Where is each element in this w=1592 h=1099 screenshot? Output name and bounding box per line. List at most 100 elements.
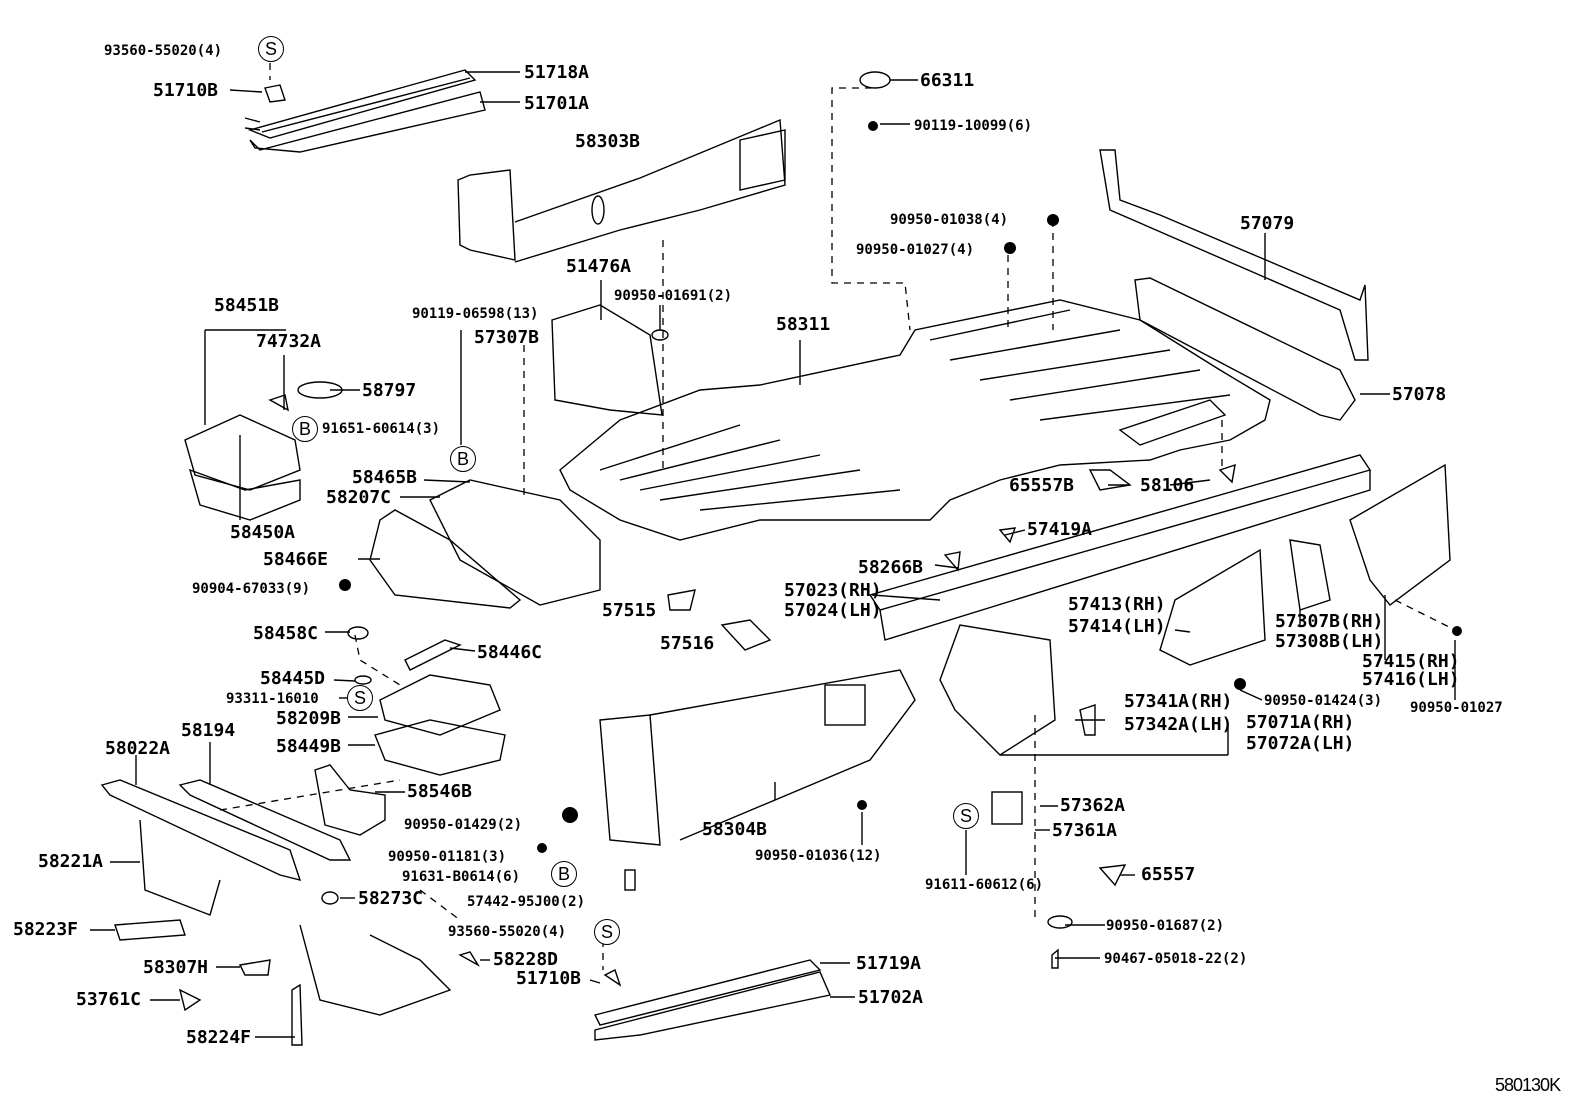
part-label[interactable]: 93560-55020(4) bbox=[448, 924, 567, 940]
part-label[interactable]: 57442-95J00(2) bbox=[467, 894, 586, 910]
part-label[interactable]: 90950-01027(4) bbox=[856, 242, 975, 258]
part-label[interactable]: 57078 bbox=[1392, 384, 1447, 405]
part-label[interactable]: 57307B bbox=[474, 327, 540, 348]
part-label[interactable]: 57515 bbox=[602, 600, 657, 621]
diagram-code: 580130K bbox=[1495, 1075, 1561, 1095]
part-label[interactable]: 51701A bbox=[524, 93, 590, 114]
part-label[interactable]: 57415(RH) bbox=[1362, 651, 1460, 672]
part-label[interactable]: 58221A bbox=[38, 851, 104, 872]
part-label[interactable]: 57516 bbox=[660, 633, 715, 654]
part-label[interactable]: 58303B bbox=[575, 131, 641, 152]
part-label[interactable]: 58311 bbox=[776, 314, 831, 335]
part-label[interactable]: 58273C bbox=[358, 888, 424, 909]
part-label[interactable]: 51718A bbox=[524, 62, 590, 83]
part-label[interactable]: 53761C bbox=[76, 989, 142, 1010]
symbol-s-circle: S bbox=[347, 685, 373, 711]
part-label[interactable]: 57072A(LH) bbox=[1246, 733, 1355, 754]
part-label[interactable]: 51710B bbox=[516, 968, 582, 989]
part-label[interactable]: 58451B bbox=[214, 295, 280, 316]
panel-58466E bbox=[369, 509, 522, 609]
part-label[interactable]: 57342A(LH) bbox=[1124, 714, 1233, 735]
part-label[interactable]: 58194 bbox=[181, 720, 236, 741]
symbol-s-circle: S bbox=[594, 919, 620, 945]
part-label[interactable]: 66311 bbox=[920, 70, 975, 91]
part-label[interactable]: 51719A bbox=[856, 953, 922, 974]
part-label[interactable]: 93311-16010 bbox=[226, 691, 319, 707]
part-label[interactable]: 90119-10099(6) bbox=[914, 118, 1033, 134]
part-label[interactable]: 90950-01027 bbox=[1410, 700, 1503, 716]
part-label[interactable]: 58445D bbox=[260, 668, 326, 689]
part-label[interactable]: 90950-01687(2) bbox=[1106, 918, 1225, 934]
part-label[interactable]: 58228D bbox=[493, 949, 559, 970]
part-label[interactable]: 58446C bbox=[477, 642, 543, 663]
part-label[interactable]: 90950-01691(2) bbox=[614, 288, 733, 304]
part-label[interactable]: 90467-05018-22(2) bbox=[1104, 951, 1248, 967]
panel-57307B bbox=[1289, 539, 1331, 611]
part-label[interactable]: 57308B(LH) bbox=[1275, 631, 1384, 652]
symbol-s-circle: S bbox=[258, 36, 284, 62]
part-label[interactable]: 58209B bbox=[276, 708, 342, 729]
part-label[interactable]: 57419A bbox=[1027, 519, 1093, 540]
symbol-s-circle: S bbox=[953, 803, 979, 829]
part-label[interactable]: 58022A bbox=[105, 738, 171, 759]
part-label[interactable]: 74732A bbox=[256, 331, 322, 352]
side-member-58303B bbox=[457, 118, 786, 263]
part-label[interactable]: 90904-67033(9) bbox=[192, 581, 311, 597]
rocker-panel-bottom-part bbox=[593, 959, 831, 1041]
part-label[interactable]: 57341A(RH) bbox=[1124, 691, 1233, 712]
part-label[interactable]: 51476A bbox=[566, 256, 632, 277]
symbol-b-circle: B bbox=[551, 861, 577, 887]
part-label[interactable]: 65557B bbox=[1009, 475, 1075, 496]
part-label[interactable]: 93560-55020(4) bbox=[104, 43, 223, 59]
part-label[interactable]: 58450A bbox=[230, 522, 296, 543]
part-label[interactable]: 57414(LH) bbox=[1068, 616, 1166, 637]
part-label[interactable]: 58223F bbox=[13, 919, 79, 940]
part-label[interactable]: 90119-06598(13) bbox=[412, 306, 539, 322]
part-label[interactable]: 58797 bbox=[362, 380, 417, 401]
panel-57413 bbox=[1159, 548, 1266, 666]
part-label[interactable]: 57023(RH) bbox=[784, 580, 882, 601]
part-label[interactable]: 57413(RH) bbox=[1068, 594, 1166, 615]
solid-leaders bbox=[90, 71, 1456, 1038]
part-label[interactable]: 90950-01429(2) bbox=[404, 817, 523, 833]
part-label[interactable]: 91651-60614(3) bbox=[322, 421, 441, 437]
part-label[interactable]: 65557 bbox=[1141, 864, 1196, 885]
part-label[interactable]: 91611-60612(6) bbox=[925, 877, 1044, 893]
part-label[interactable]: 58546B bbox=[407, 781, 473, 802]
part-label[interactable]: 57362A bbox=[1060, 795, 1126, 816]
part-label[interactable]: 90950-01038(4) bbox=[890, 212, 1009, 228]
cover-58209B bbox=[379, 674, 501, 736]
panel-58207C bbox=[429, 479, 601, 606]
part-label[interactable]: 91631-B0614(6) bbox=[402, 869, 521, 885]
part-label[interactable]: 58465B bbox=[352, 467, 418, 488]
part-label[interactable]: 58224F bbox=[186, 1027, 252, 1048]
floor-pan-58311 bbox=[559, 299, 1271, 541]
crossmember-58304B bbox=[599, 669, 916, 846]
part-label[interactable]: 57071A(RH) bbox=[1246, 712, 1355, 733]
part-label[interactable]: 58466E bbox=[263, 549, 329, 570]
part-label[interactable]: 57079 bbox=[1240, 213, 1295, 234]
part-label[interactable]: 58266B bbox=[858, 557, 924, 578]
sill-57023 bbox=[868, 454, 1372, 641]
part-label[interactable]: 58106 bbox=[1140, 475, 1195, 496]
part-label[interactable]: 58307H bbox=[143, 957, 209, 978]
part-label[interactable]: 58458C bbox=[253, 623, 319, 644]
bracket-57071A bbox=[939, 624, 1056, 756]
symbol-b-circle: B bbox=[292, 416, 318, 442]
part-label[interactable]: 58304B bbox=[702, 819, 768, 840]
part-label[interactable]: 57361A bbox=[1052, 820, 1118, 841]
part-label[interactable]: 57024(LH) bbox=[784, 600, 882, 621]
part-label[interactable]: 58207C bbox=[326, 487, 392, 508]
part-label[interactable]: 58449B bbox=[276, 736, 342, 757]
part-label[interactable]: 51702A bbox=[858, 987, 924, 1008]
panel-58546B bbox=[314, 764, 386, 836]
rear-crossmember-57078 bbox=[1134, 277, 1356, 421]
part-label[interactable]: 57307B(RH) bbox=[1275, 611, 1384, 632]
part-label[interactable]: 90950-01424(3) bbox=[1264, 693, 1383, 709]
part-label[interactable]: 90950-01181(3) bbox=[388, 849, 507, 865]
part-label[interactable]: 90950-01036(12) bbox=[755, 848, 882, 864]
part-label[interactable]: 57416(LH) bbox=[1362, 669, 1460, 690]
part-label[interactable]: 51710B bbox=[153, 80, 219, 101]
